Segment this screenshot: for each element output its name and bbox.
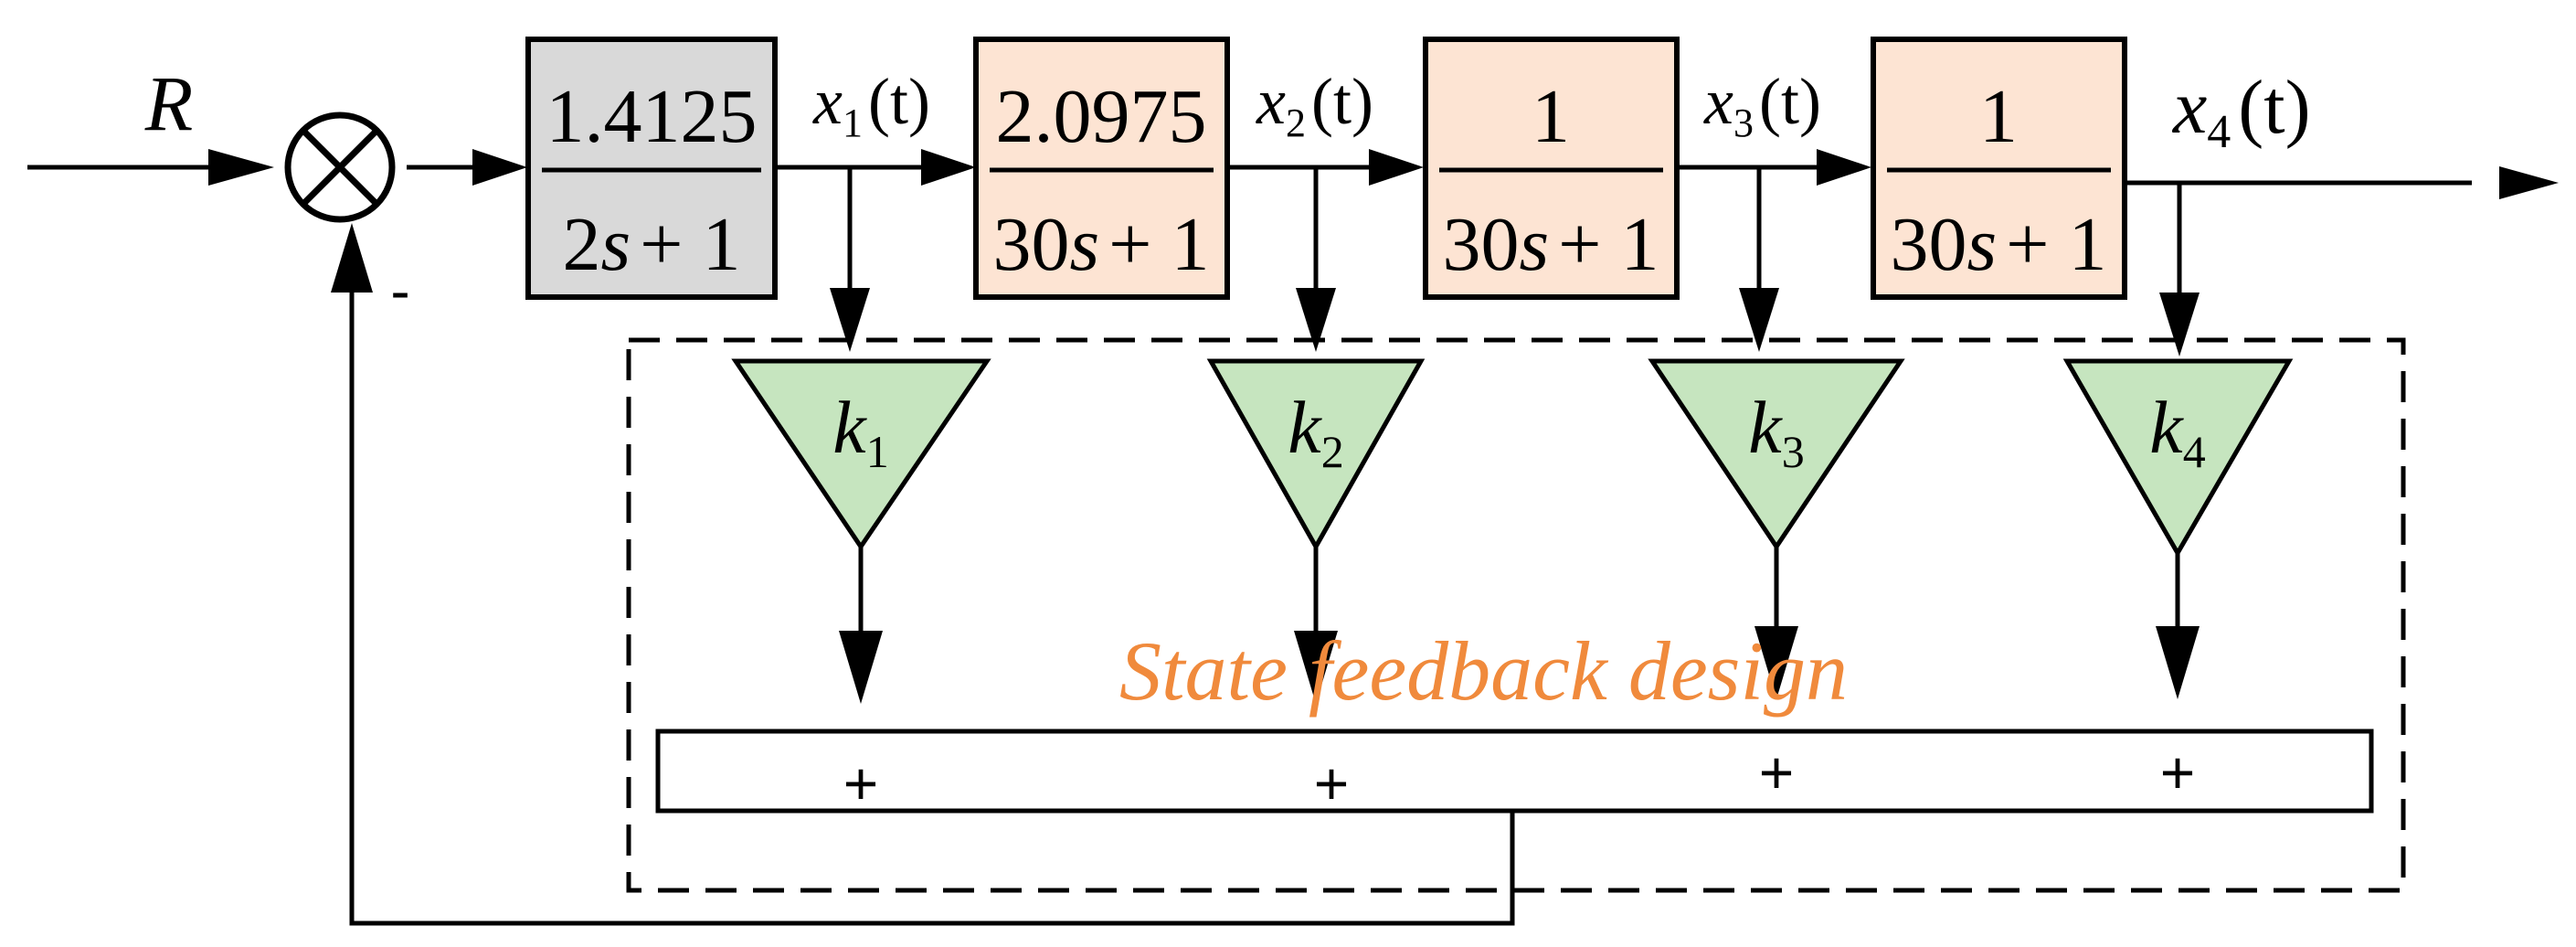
design-region-border xyxy=(626,337,2406,893)
transfer-function-block-3: 1 30s+ 1 xyxy=(1423,37,1680,300)
block-3-numerator: 1 xyxy=(1532,74,1570,159)
gain-k1: k1 xyxy=(731,358,991,551)
summing-junction xyxy=(284,112,396,223)
block-1-numerator: 1.4125 xyxy=(546,74,758,159)
feedback-sign: - xyxy=(390,258,409,324)
block-4-numerator: 1 xyxy=(1979,74,2018,159)
gain-k4: k4 xyxy=(2062,358,2294,558)
block-3-denominator: 30s+ 1 xyxy=(1442,202,1659,287)
block-1-denominator: 2s+ 1 xyxy=(562,202,740,287)
svg-text:k1: k1 xyxy=(832,386,888,477)
transfer-function-block-4: 1 30s+ 1 xyxy=(1871,37,2127,300)
state-label-x3: x3(t) xyxy=(1703,65,1821,145)
summer-sign-4: + xyxy=(2160,739,2196,806)
feedback-path xyxy=(349,265,1515,926)
svg-text:k2: k2 xyxy=(1288,386,1343,477)
summer-bar xyxy=(655,729,2374,814)
svg-text:k3: k3 xyxy=(1748,386,1804,477)
gain-k2: k2 xyxy=(1206,358,1426,552)
svg-text:k4: k4 xyxy=(2149,386,2205,477)
tap-arrowheads xyxy=(830,288,2200,356)
block-2-denominator: 30s+ 1 xyxy=(992,202,1209,287)
transfer-function-block-2: 2.0975 30s+ 1 xyxy=(973,37,1230,300)
summer-sign-1: + xyxy=(843,750,879,817)
block-2-numerator: 2.0975 xyxy=(996,74,1207,159)
input-label: R xyxy=(144,59,194,147)
state-label-x4: x4(t) xyxy=(2171,65,2311,158)
summer-sign-2: + xyxy=(1314,750,1350,817)
state-label-x2: x2(t) xyxy=(1256,65,1373,145)
forward-arrowheads xyxy=(208,149,2559,199)
transfer-function-block-1: 1.4125 2s+ 1 xyxy=(525,37,778,300)
design-label: State feedback design xyxy=(1119,624,1848,718)
gain-k3: k3 xyxy=(1648,358,1905,551)
gain-output-arrowheads xyxy=(839,626,2200,704)
block-4-denominator: 30s+ 1 xyxy=(1890,202,2106,287)
feedback-arrowhead xyxy=(331,223,373,293)
summer-sign-3: + xyxy=(1759,739,1795,806)
state-label-x1: x1(t) xyxy=(812,65,930,145)
